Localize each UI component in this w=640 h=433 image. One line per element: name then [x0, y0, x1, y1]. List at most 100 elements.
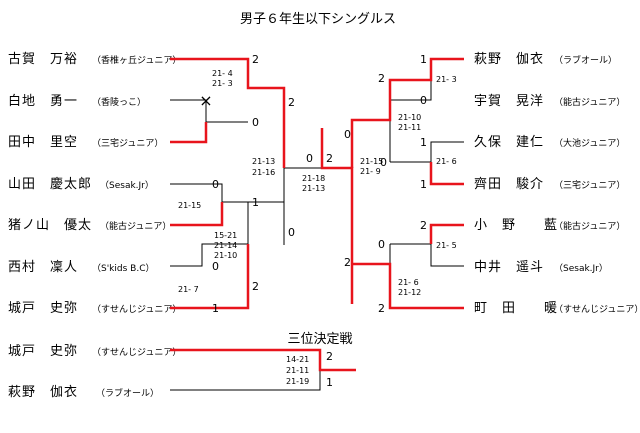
player-club: （能古ジュニア） — [100, 220, 171, 232]
game-score: 0 — [212, 178, 219, 191]
game-score: 0 — [212, 260, 219, 273]
game-score: 1 — [420, 136, 427, 149]
game-score: 2 — [378, 302, 385, 315]
game-score: 0 — [288, 226, 295, 239]
game-score: 2 — [288, 96, 295, 109]
winner-line — [170, 348, 356, 372]
match-score: 21-11 — [398, 123, 421, 132]
player-name: 齊田 駿介 — [474, 177, 544, 192]
player-name: 城戸 史弥 — [8, 343, 78, 359]
game-score: 1 — [252, 196, 259, 209]
right-players: 萩野 伽衣 （ラブオール） 宇賀 晃洋 （能古ジュニア） 久保 建仁 （大池ジュ… — [474, 51, 640, 316]
player-name: 萩野 伽衣 — [474, 51, 544, 67]
game-scores: 2 0 2 0 1 0 2 1 0 2 1 0 0 1 1 0 2 0 2 2 … — [212, 53, 427, 389]
player-club: （能古ジュニア） — [554, 96, 625, 108]
winner-line — [429, 162, 464, 186]
match-score: 21- 7 — [178, 285, 199, 294]
winner-line — [170, 244, 250, 310]
game-score: 0 — [344, 128, 351, 141]
player-club: （Sesak.Jr） — [100, 180, 154, 191]
player-club: （ラブオール） — [96, 387, 159, 399]
player-name: 城戸 史弥 — [8, 300, 78, 316]
player-club: （能古ジュニア） — [554, 220, 625, 232]
game-score: 2 — [378, 72, 385, 85]
game-score: 2 — [252, 53, 259, 66]
player-name: 古賀 万裕 — [8, 52, 78, 67]
winner-line — [170, 57, 286, 168]
match-score: 21-15 — [360, 157, 383, 166]
match-score: 21- 4 — [212, 69, 233, 78]
player-club: （すせんじジュニア） — [554, 304, 640, 315]
winner-line — [170, 202, 224, 227]
bracket-line — [170, 99, 248, 123]
bracket-line — [170, 370, 321, 391]
game-score: 0 — [378, 238, 385, 251]
player-name: 宇賀 晃洋 — [474, 94, 544, 109]
game-score: 1 — [420, 53, 427, 66]
match-score: 21-12 — [398, 288, 421, 297]
bracket-line — [390, 141, 464, 163]
player-name: 白地 勇一 — [8, 93, 78, 109]
match-score: 21-10 — [214, 251, 237, 260]
game-score: 0 — [252, 116, 259, 129]
winner-line — [320, 128, 354, 304]
player-club: （大池ジュニア） — [554, 137, 625, 149]
player-name: 久保 建仁 — [474, 135, 544, 150]
player-name: 山田 慶太郎 — [8, 177, 92, 192]
player-name: 中井 遥斗 — [474, 260, 544, 275]
game-score: 2 — [344, 256, 351, 269]
match-score: 21- 9 — [360, 167, 381, 176]
game-score: 2 — [326, 350, 333, 363]
match-score: 21-13 — [252, 157, 275, 166]
player-name: 西村 凜人 — [8, 260, 78, 275]
game-score: 0 — [380, 156, 387, 169]
match-score: 14-21 — [286, 355, 309, 364]
match-score: 21-19 — [286, 377, 309, 386]
winner-line — [429, 223, 464, 244]
player-name: 町 田 暖 — [474, 301, 558, 316]
player-club: （三宅ジュニア） — [554, 179, 625, 191]
player-club: （香陵っこ） — [92, 97, 146, 108]
player-name: 小 野 藍 — [474, 218, 558, 233]
game-score: 2 — [252, 280, 259, 293]
left-players: 古賀 万裕 （香椎ヶ丘ジュニア） 白地 勇一 （香陵っこ） 田中 里空 （三宅ジ… — [8, 52, 181, 400]
winner-lines — [170, 57, 464, 372]
match-score: 21- 5 — [436, 241, 457, 250]
winner-line — [350, 57, 464, 168]
match-score: 21-13 — [302, 184, 325, 193]
match-scores: 21- 4 21- 3 21-15 15-21 21-14 21-10 21- … — [178, 69, 457, 386]
game-score: 2 — [420, 219, 427, 232]
match-score: 21-14 — [214, 241, 237, 250]
player-club: （Sesak.Jr） — [554, 263, 608, 274]
bracket-line — [170, 243, 248, 267]
match-score: 21- 6 — [436, 157, 457, 166]
match-score: 21-16 — [252, 168, 275, 177]
player-club: （すせんじジュニア） — [92, 304, 181, 315]
bracket-line — [170, 183, 248, 203]
game-score: 1 — [212, 302, 219, 315]
player-name: 田中 里空 — [8, 135, 78, 150]
game-score: 2 — [326, 152, 333, 165]
player-club: （ラブオール） — [554, 54, 617, 66]
player-club: （香椎ヶ丘ジュニア） — [92, 54, 181, 66]
player-club: （三宅ジュニア） — [92, 137, 163, 149]
match-score: 15-21 — [214, 231, 237, 240]
game-score: 1 — [326, 376, 333, 389]
winner-line — [352, 262, 464, 310]
match-score: 21-10 — [398, 113, 421, 122]
match-score: 21-15 — [178, 201, 201, 210]
player-name: 猪ノ山 優太 — [8, 218, 92, 233]
match-score: 21-11 — [286, 366, 309, 375]
bracket-line — [390, 243, 464, 267]
bracket-title: 男子６年生以下シングルス — [240, 12, 396, 27]
game-score: 1 — [420, 178, 427, 191]
third-place-title: 三位決定戦 — [287, 332, 352, 347]
player-club: （S'kids B.C） — [92, 263, 154, 274]
winner-line — [170, 122, 208, 144]
player-name: 萩野 伽衣 — [8, 384, 78, 400]
game-score: 0 — [306, 152, 313, 165]
player-club: （すせんじジュニア） — [92, 347, 181, 358]
walkover-mark: × — [199, 91, 212, 110]
match-score: 21- 3 — [436, 75, 457, 84]
